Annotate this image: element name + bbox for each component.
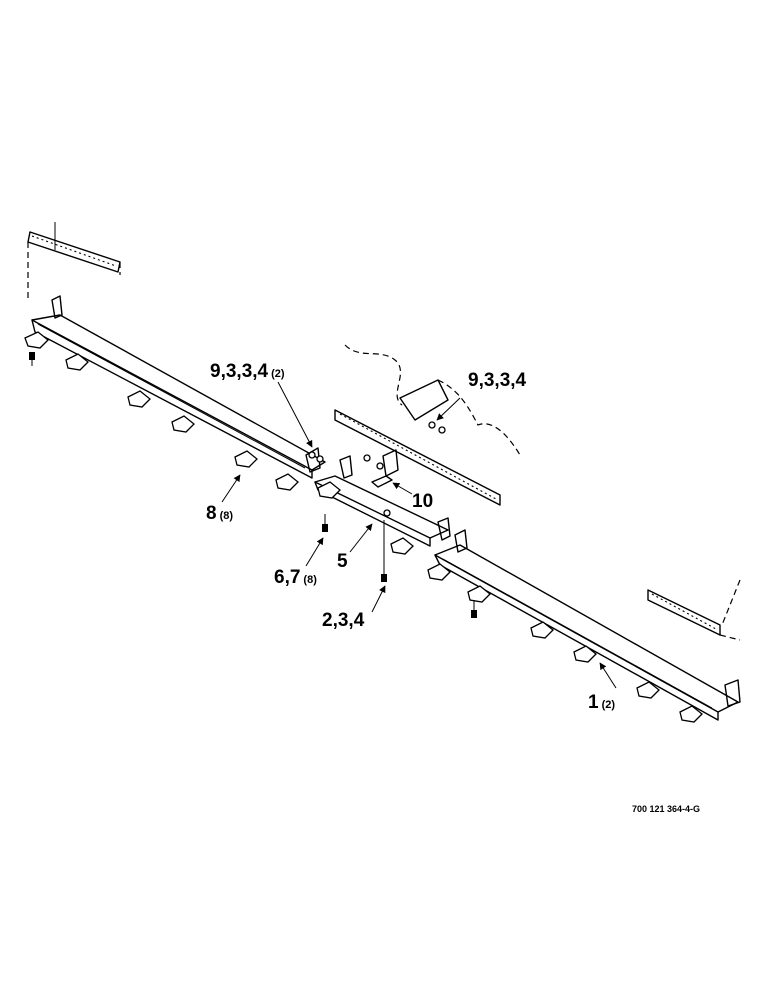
callout-6-7: 6,7(8) [274, 567, 317, 588]
fasteners [29, 352, 477, 618]
frame-context-center [334, 344, 521, 506]
callout-8-number: 8 [206, 503, 217, 524]
callout-5: 5 [337, 551, 348, 572]
guard-channel-left [31, 295, 326, 479]
callout-9-3-3-4-left-number: 9,3,3,4 [210, 361, 269, 382]
leader-arrows [221, 381, 617, 689]
callout-10-number: 10 [412, 491, 433, 512]
callout-5-number: 5 [337, 551, 348, 572]
adjusting-bar-center [314, 455, 451, 547]
callout-9-3-3-4-right-number: 9,3,3,4 [468, 370, 527, 391]
callout-2-3-4-number: 2,3,4 [322, 610, 365, 631]
guard-lugs [24, 331, 703, 723]
callout-6-7-quantity: (8) [303, 574, 317, 586]
callout-8: 8(8) [206, 503, 233, 524]
drawing-number: 700 121 364-4-G [632, 804, 700, 814]
callout-9-3-3-4-left: 9,3,3,4(2) [210, 361, 285, 382]
callout-2-3-4: 2,3,4 [322, 610, 365, 631]
frame-context-right [647, 579, 741, 641]
callout-10: 10 [412, 491, 433, 512]
frame-context-left [27, 222, 121, 300]
callout-8-quantity: (8) [220, 510, 234, 522]
callout-1: 1(2) [588, 692, 615, 713]
callout-1-number: 1 [588, 692, 599, 713]
callout-6-7-number: 6,7 [274, 567, 300, 588]
callout-9-3-3-4-right: 9,3,3,4 [468, 370, 527, 391]
guard-channel-right [434, 529, 741, 721]
callout-1-quantity: (2) [602, 699, 616, 711]
callout-9-3-3-4-left-quantity: (2) [271, 368, 285, 380]
